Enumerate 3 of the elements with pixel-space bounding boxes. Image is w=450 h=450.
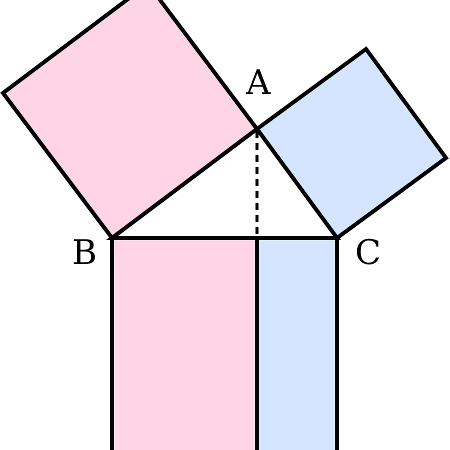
vertex-label: B [72, 236, 97, 270]
vertex-label: C [355, 236, 382, 270]
vertex-label: A [246, 66, 271, 100]
